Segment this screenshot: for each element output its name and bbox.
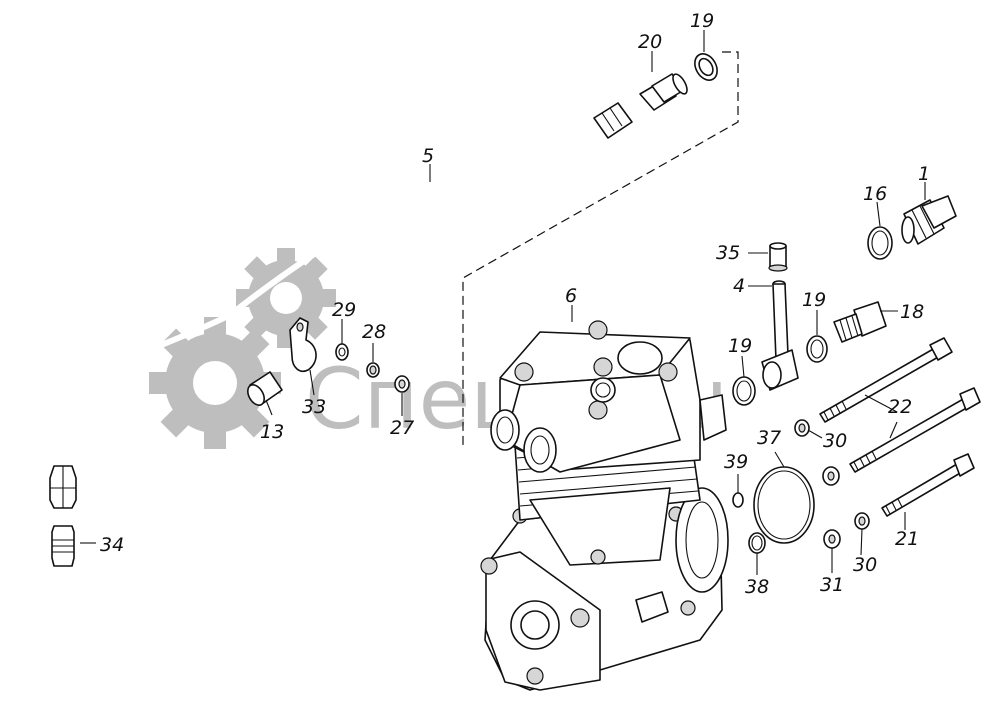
callout-27: 27 (390, 417, 414, 439)
callout-5: 5 (422, 145, 434, 167)
callout-6: 6 (565, 285, 577, 307)
callout-38: 38 (745, 576, 769, 598)
callout-22: 22 (888, 396, 912, 418)
callout-33: 33 (302, 396, 326, 418)
o-ring-37 (753, 466, 815, 544)
bolt-22-upper (819, 337, 953, 423)
clamp-33 (289, 317, 317, 372)
callout-19-mid: 19 (802, 289, 826, 311)
nut-28 (366, 362, 380, 378)
washer-19-top (694, 53, 718, 81)
callout-30-upper: 30 (823, 430, 847, 452)
pipe-5 (49, 102, 633, 509)
callout-4: 4 (733, 275, 745, 297)
callout-39: 39 (724, 451, 748, 473)
nut-27 (394, 375, 410, 393)
callout-labels: 1 4 5 6 13 16 18 19 19 19 20 21 22 27 28… (100, 10, 930, 598)
washer-16 (867, 226, 893, 260)
spacer-13 (247, 371, 283, 406)
washer-30-upper (794, 419, 810, 437)
callout-35: 35 (716, 242, 740, 264)
washer-30-lower (854, 512, 870, 530)
banjo-fitting-4 (761, 280, 799, 391)
fitting-20 (639, 73, 688, 111)
washer-19-mid (806, 335, 828, 363)
fitting-1 (901, 195, 957, 245)
callout-37: 37 (757, 427, 781, 449)
washer-19-low (732, 376, 756, 406)
callout-19-low: 19 (728, 335, 752, 357)
washer-38 (748, 532, 766, 554)
callout-20: 20 (638, 31, 662, 53)
callout-16: 16 (863, 183, 887, 205)
callout-19-top: 19 (690, 10, 714, 32)
callout-13: 13 (260, 421, 284, 443)
assembly-dashed-outline (462, 51, 739, 445)
callout-21: 21 (895, 528, 919, 550)
callout-34: 34 (100, 534, 124, 556)
callout-1: 1 (918, 163, 930, 185)
washer-29 (335, 343, 349, 361)
bolt-21 (881, 453, 975, 517)
compressor-6 (480, 320, 729, 691)
washer-39 (732, 492, 744, 508)
nut-31 (823, 529, 841, 549)
plug-35 (768, 242, 788, 272)
nut-30-mid (822, 466, 840, 486)
union-34 (51, 525, 75, 567)
callout-31: 31 (820, 574, 844, 596)
callout-18: 18 (900, 301, 924, 323)
fitting-18 (833, 301, 887, 343)
callout-30-lower: 30 (853, 554, 877, 576)
callout-28: 28 (362, 321, 386, 343)
leader-lines (80, 30, 926, 575)
callout-29: 29 (332, 299, 356, 321)
bolt-22-lower (849, 387, 981, 473)
